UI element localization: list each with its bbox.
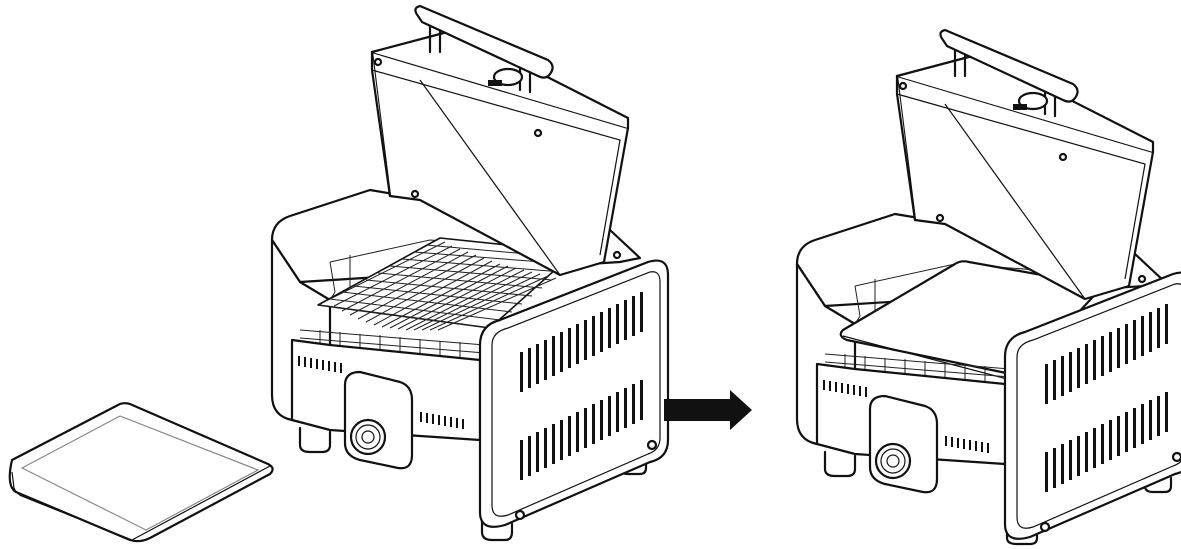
griddle-plate (8, 402, 274, 543)
cooking-grate-lines (317, 241, 573, 331)
grill-with-griddle (795, 28, 1181, 546)
side-vent-slots (520, 292, 643, 480)
grill-open-lid (270, 4, 670, 542)
arrow-right-icon (664, 390, 752, 430)
